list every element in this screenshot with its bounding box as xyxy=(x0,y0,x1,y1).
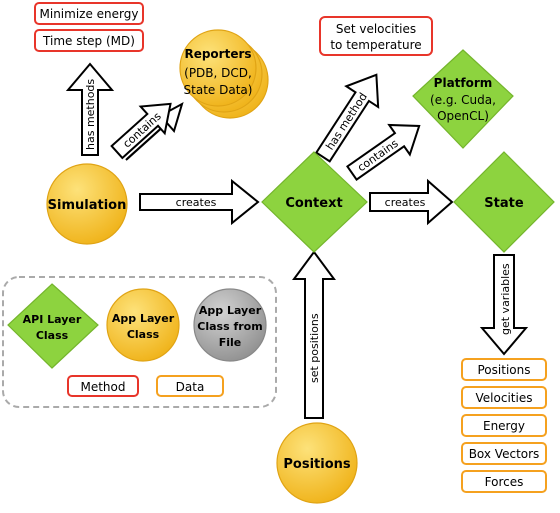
data-box-velocities xyxy=(461,386,547,409)
label-has-methods: has methods xyxy=(84,79,97,150)
simulation-node xyxy=(46,163,128,245)
reporters-node xyxy=(179,29,257,107)
arrow-get-variables xyxy=(479,254,529,356)
data-box-forces xyxy=(461,470,547,493)
platform-sub1: (e.g. Cuda, xyxy=(430,93,496,107)
platform-sub2: OpenCL) xyxy=(437,109,489,123)
arrow-has-methods xyxy=(65,62,115,156)
label-creates-context: creates xyxy=(176,196,217,209)
legend-data-label: Data xyxy=(176,380,205,394)
arrow-set-positions xyxy=(292,250,336,419)
state-label: State xyxy=(484,196,524,211)
positions-label: Positions xyxy=(283,457,351,472)
method-minimize-energy-label: Minimize energy xyxy=(40,7,139,21)
label-creates-state: creates xyxy=(385,196,426,209)
platform-title: Platform xyxy=(434,76,493,90)
reporters-title: Reporters xyxy=(184,47,251,61)
legend-app-layer-file-line1: App Layer xyxy=(199,304,262,317)
legend-api-layer-line1: API Layer xyxy=(23,313,82,326)
data-box-velocities-label: Velocities xyxy=(476,391,533,405)
platform-node xyxy=(412,49,514,149)
positions-node xyxy=(276,422,358,504)
data-box-box-vectors-label: Box Vectors xyxy=(469,447,540,461)
reporters-sub2: State Data) xyxy=(184,83,253,97)
legend-app-layer-file-line3: File xyxy=(219,336,242,349)
legend-api-layer-line2: Class xyxy=(36,329,69,342)
data-box-energy xyxy=(461,414,547,437)
method-set-velocities xyxy=(319,16,433,56)
simulation-label: Simulation xyxy=(48,198,127,213)
data-box-positions xyxy=(461,358,547,381)
legend-app-layer-file-line2: Class from xyxy=(197,320,262,333)
legend-app-layer-file-shape xyxy=(193,288,267,362)
arrow-creates-context xyxy=(139,178,260,226)
legend-app-layer-line2: Class xyxy=(127,328,160,341)
method-minimize-energy xyxy=(34,2,144,25)
reporters-sub1: (PDB, DCD, xyxy=(184,66,252,80)
data-box-energy-label: Energy xyxy=(483,419,525,433)
context-label: Context xyxy=(285,196,342,211)
method-set-velocities-line2: to temperature xyxy=(330,38,421,52)
label-has-method: has method xyxy=(323,90,370,152)
arrow-contains-reporters-shape xyxy=(110,102,172,160)
method-time-step-label: Time step (MD) xyxy=(42,34,135,48)
method-set-velocities-line1: Set velocities xyxy=(336,22,416,36)
label-get-variables: get variables xyxy=(499,263,512,335)
data-box-box-vectors xyxy=(461,442,547,465)
context-node xyxy=(261,151,368,253)
data-box-forces-label: Forces xyxy=(485,475,524,489)
legend-box xyxy=(2,276,277,408)
data-box-positions-label: Positions xyxy=(478,363,531,377)
legend-method-label: Method xyxy=(80,380,125,394)
legend-data-box xyxy=(156,375,224,397)
legend-method-box xyxy=(67,375,139,397)
arrow-has-method xyxy=(314,73,380,163)
state-node xyxy=(453,151,555,253)
legend-app-layer-line1: App Layer xyxy=(112,312,175,325)
method-time-step xyxy=(34,29,144,52)
legend-app-layer-shape xyxy=(106,288,180,362)
label-set-positions: set positions xyxy=(308,313,321,383)
arrow-creates-state xyxy=(369,178,454,226)
arrow-contains-platform xyxy=(346,123,421,181)
legend-api-layer-shape xyxy=(7,283,99,369)
state-variables-list: Positions Velocities Energy Box Vectors … xyxy=(461,358,547,493)
